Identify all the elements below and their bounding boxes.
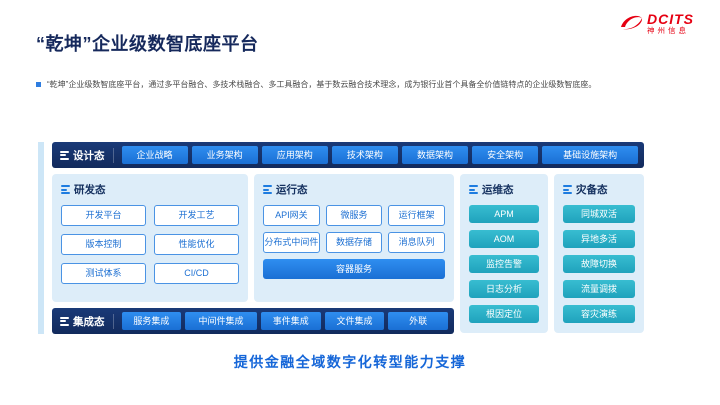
integration-item: 文件集成 [324,312,385,330]
dev-grid: 开发平台 开发工艺 版本控制 性能优化 测试体系 CI/CD [61,205,239,284]
ops-panel: 运维态 APM AOM 监控告警 日志分析 根因定位 [460,174,548,333]
integration-item: 事件集成 [260,312,321,330]
ops-panel-header: 运维态 [469,182,539,197]
design-label: 设计态 [58,147,114,163]
runtime-grid-row1: API网关 微服务 运行框架 [263,205,445,226]
dr-item: 流量调拨 [563,280,635,298]
bars-icon [469,185,478,194]
design-item: 基础设施架构 [542,146,639,164]
runtime-item: 运行框架 [388,205,445,226]
runtime-panel-header: 运行态 [263,182,445,197]
ops-stack: APM AOM 监控告警 日志分析 根因定位 [469,205,539,323]
dr-panel-header: 灾备态 [563,182,635,197]
dev-item: 性能优化 [154,234,239,255]
dev-item: 版本控制 [61,234,146,255]
ops-item: 日志分析 [469,280,539,298]
ops-item: 监控告警 [469,255,539,273]
integration-item: 中间件集成 [185,312,257,330]
logo-company: 神州信息 [647,26,689,36]
dr-item: 异地多活 [563,230,635,248]
integration-row: 集成态 服务集成 中间件集成 事件集成 文件集成 外联 [52,308,454,334]
dev-panel: 研发态 开发平台 开发工艺 版本控制 性能优化 测试体系 CI/CD [52,174,248,302]
runtime-item: API网关 [263,205,320,226]
dev-item: 开发平台 [61,205,146,226]
dev-panel-label: 研发态 [74,184,106,196]
bullet-square-icon [36,82,41,87]
dr-item: 同城双活 [563,205,635,223]
dev-item: 开发工艺 [154,205,239,226]
dr-item: 容灾演练 [563,305,635,323]
runtime-panel: 运行态 API网关 微服务 运行框架 分布式中间件 数据存储 消息队列 容器服务 [254,174,454,302]
design-row: 设计态 企业战略 业务架构 应用架构 技术架构 数据架构 安全架构 基础设施架构 [52,142,644,168]
ops-panel-label: 运维态 [482,184,514,196]
logo-brand: DCITS [647,11,694,27]
ops-item: APM [469,205,539,223]
bars-icon [61,185,70,194]
bars-icon [60,150,69,160]
design-item: 技术架构 [331,146,398,164]
dr-panel-label: 灾备态 [576,184,608,196]
page-title: “乾坤”企业级数智底座平台 [36,34,259,54]
design-item: 应用架构 [261,146,328,164]
ops-item: AOM [469,230,539,248]
dr-item: 故障切换 [563,255,635,273]
runtime-item-container-service: 容器服务 [263,259,445,279]
integration-item: 服务集成 [121,312,182,330]
integration-item: 外联 [388,312,449,330]
subtitle-row: “乾坤”企业级数智底座平台，通过多平台融合、多技术栈融合、多工具融合，基于数云融… [36,79,686,90]
left-accent-strip [38,142,44,334]
design-label-text: 设计态 [73,149,105,162]
runtime-item: 消息队列 [388,232,445,253]
dev-item: CI/CD [154,263,239,284]
runtime-item: 微服务 [325,205,383,226]
runtime-item: 分布式中间件 [263,232,320,253]
design-item: 数据架构 [401,146,469,164]
logo-swoosh-icon [621,15,643,30]
bars-icon [563,185,572,194]
design-item: 企业战略 [121,146,188,164]
footer-slogan: 提供金融全域数字化转型能力支撑 [233,354,467,370]
integration-label: 集成态 [58,313,114,329]
logo-text: DCITS 神州信息 [647,11,694,36]
bars-icon [263,185,272,194]
dr-panel: 灾备态 同城双活 异地多活 故障切换 流量调拨 容灾演练 [554,174,644,333]
integration-label-text: 集成态 [73,315,105,328]
dev-panel-header: 研发态 [61,182,239,197]
dr-stack: 同城双活 异地多活 故障切换 流量调拨 容灾演练 [563,205,635,323]
ops-item: 根因定位 [469,305,539,323]
design-item: 业务架构 [191,146,258,164]
dev-item: 测试体系 [61,263,146,284]
bars-icon [60,316,69,326]
dcits-logo: DCITS 神州信息 [619,11,694,36]
runtime-item: 数据存储 [325,232,383,253]
subtitle-text: “乾坤”企业级数智底座平台，通过多平台融合、多技术栈融合、多工具融合，基于数云融… [47,80,597,89]
runtime-panel-label: 运行态 [276,184,308,196]
runtime-grid-row2: 分布式中间件 数据存储 消息队列 [263,232,445,253]
design-item: 安全架构 [472,146,539,164]
